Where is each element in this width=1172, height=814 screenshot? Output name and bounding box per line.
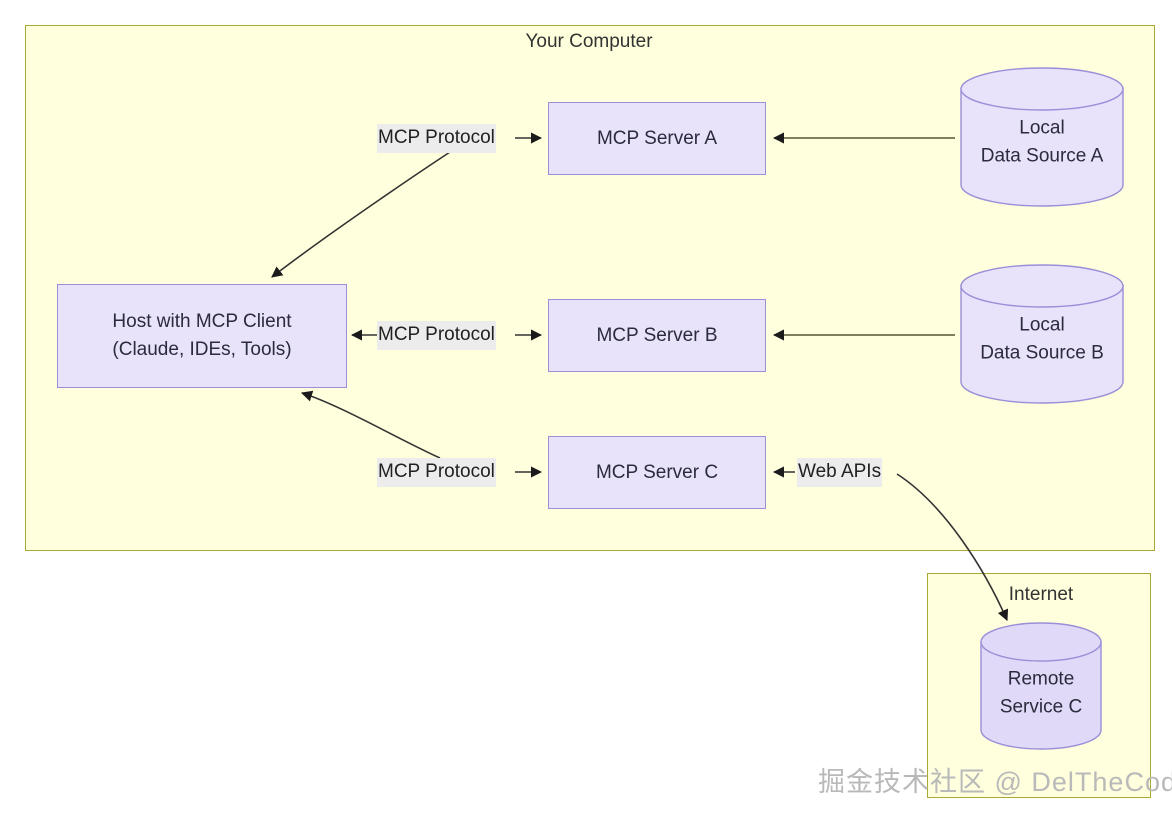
edge-label-mcp-protocol-a: MCP Protocol <box>377 124 496 153</box>
node-host-with-mcp-client[interactable]: Host with MCP Client (Claude, IDEs, Tool… <box>57 284 347 388</box>
node-mcp-server-b-label: MCP Server B <box>596 324 718 346</box>
cluster-your-computer-title: Your Computer <box>525 31 653 52</box>
node-local-data-source-b[interactable]: Local Data Source B <box>960 264 1124 404</box>
node-mcp-server-c-label: MCP Server C <box>595 461 719 483</box>
cylinder-shape-a <box>960 67 1124 207</box>
cylinder-shape-c <box>980 622 1102 750</box>
node-mcp-server-b[interactable]: MCP Server B <box>548 299 766 372</box>
cylinder-shape-b <box>960 264 1124 404</box>
node-mcp-server-a[interactable]: MCP Server A <box>548 102 766 175</box>
node-local-data-source-a[interactable]: Local Data Source A <box>960 67 1124 207</box>
edge-label-web-apis: Web APIs <box>797 458 883 487</box>
edge-label-mcp-protocol-c: MCP Protocol <box>377 458 496 487</box>
node-mcp-server-a-label: MCP Server A <box>596 127 718 149</box>
edge-label-mcp-protocol-b: MCP Protocol <box>377 321 496 350</box>
node-host-line2: (Claude, IDEs, Tools) <box>112 339 292 360</box>
node-host-line1: Host with MCP Client <box>112 311 292 333</box>
node-mcp-server-c[interactable]: MCP Server C <box>548 436 766 509</box>
cluster-internet-title: Internet <box>1008 584 1074 605</box>
watermark-text: 掘金技术社区 @ DelTheCode <box>818 767 1172 797</box>
node-remote-service-c[interactable]: Remote Service C <box>980 622 1102 750</box>
